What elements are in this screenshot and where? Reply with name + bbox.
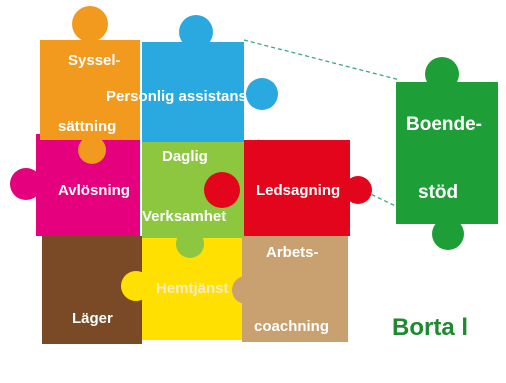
label-verksamhet: Verksamhet [142, 208, 227, 225]
label-lager: Läger [72, 310, 113, 327]
label-boende: Boende- [406, 114, 482, 135]
label-syssel: Syssel- [68, 52, 121, 69]
label-daglig: Daglig [162, 148, 208, 165]
connector-line-top [243, 39, 401, 81]
tagline-text: Borta l [392, 314, 469, 341]
label-sattning: sättning [58, 118, 117, 135]
label-coachning: coachning [254, 318, 330, 335]
label-avlosning: Avlösning [58, 182, 130, 199]
label-stod: stöd [418, 182, 459, 203]
label-ledsagning: Ledsagning [256, 182, 341, 199]
piece-ledsagning [204, 140, 372, 236]
label-hemtjanst: Hemtjänst [156, 280, 229, 297]
label-personlig-assistans: Personlig assistans [106, 88, 247, 105]
piece-personlig-assistans [142, 15, 278, 142]
piece-sysselsattning [40, 6, 140, 164]
piece-boendestod [396, 57, 498, 250]
label-arbets: Arbets- [266, 244, 319, 261]
